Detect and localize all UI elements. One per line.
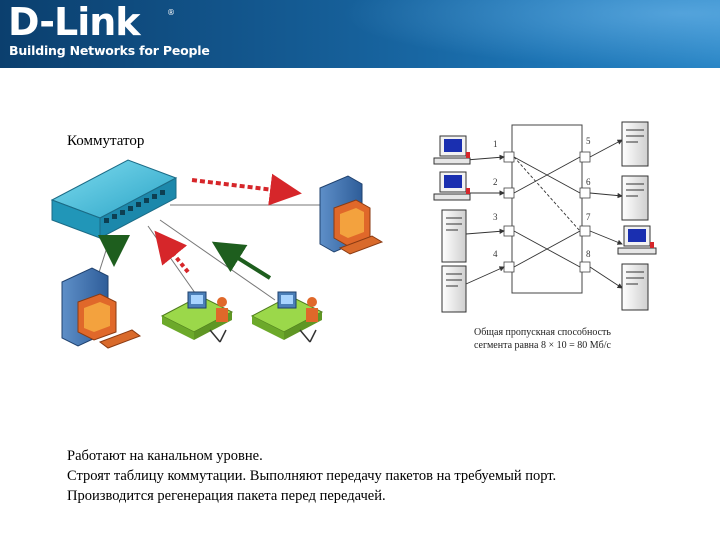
host-3-server [441, 209, 467, 263]
port-label-6: 6 [586, 177, 591, 187]
description-line-1: Работают на канальном уровне. [67, 448, 263, 464]
host-4-server [441, 265, 467, 313]
port-label-8: 8 [586, 249, 591, 259]
port-label-3: 3 [493, 212, 498, 222]
description-line-3: Производится регенерация пакета перед пе… [67, 488, 386, 504]
host-1-workstation [433, 135, 471, 165]
caption-line-1: Общая пропускная способность [474, 327, 611, 338]
host-5-server [621, 121, 649, 167]
host-2-workstation [433, 171, 471, 201]
banner-glow [340, 0, 720, 68]
switch-fabric-box [511, 124, 583, 294]
red-traffic-arrow-right [191, 173, 302, 206]
outer-links [465, 139, 623, 289]
host-6-server [621, 175, 649, 221]
host-7-workstation [617, 225, 657, 255]
host-8-server [621, 263, 649, 311]
port-label-2: 2 [493, 177, 498, 187]
red-traffic-arrow-up [154, 230, 190, 274]
slide-description: Работают на канальном уровне. Строят таб… [67, 446, 687, 506]
workstation-2 [250, 291, 324, 343]
green-arrow-diagonal [211, 241, 272, 280]
workstation-1 [160, 291, 234, 343]
header-banner: D-Link ® Building Networks for People [0, 0, 720, 68]
registered-mark: ® [167, 8, 175, 17]
pc-left [61, 267, 142, 349]
port-label-5: 5 [586, 136, 591, 146]
port-label-4: 4 [493, 249, 498, 259]
slide-title: Коммутатор [67, 133, 145, 149]
caption-line-2: сегмента равна 8 × 10 = 80 Мб/с [474, 340, 611, 351]
pc-right [319, 175, 384, 255]
logo-tagline: Building Networks for People [9, 43, 210, 58]
switching-paths [513, 156, 581, 268]
description-line-2: Строят таблицу коммутации. Выполняют пер… [67, 468, 557, 484]
switch-device [50, 159, 178, 239]
dlink-logo: D-Link [8, 0, 141, 44]
port-label-1: 1 [493, 139, 498, 149]
bandwidth-caption: Общая пропускная способность сегмента ра… [474, 326, 654, 352]
port-label-7: 7 [586, 212, 591, 222]
